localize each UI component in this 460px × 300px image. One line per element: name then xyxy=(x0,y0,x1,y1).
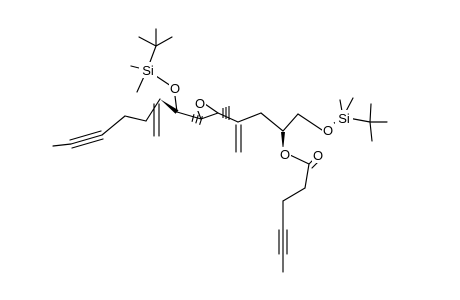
bond xyxy=(369,121,373,142)
left-chain xyxy=(52,87,179,149)
triple-bond-line xyxy=(71,138,104,149)
bond xyxy=(260,112,284,132)
bond xyxy=(138,36,157,47)
atom-labels: Si O O O Si O O xyxy=(139,62,353,163)
triple-bond-line xyxy=(69,130,102,141)
bond xyxy=(282,113,299,132)
bond xyxy=(200,112,219,120)
bond xyxy=(124,115,147,122)
triple-bond-line xyxy=(70,134,103,145)
label-background xyxy=(335,110,353,126)
bond xyxy=(289,154,310,165)
wedge-bond xyxy=(160,99,179,114)
bond xyxy=(282,187,306,202)
label-background xyxy=(194,96,206,111)
bond xyxy=(237,112,262,123)
atom-label-o-ester: O xyxy=(280,147,290,162)
atom-label-si-left: Si xyxy=(142,63,154,78)
ester-chain xyxy=(278,154,321,273)
atom-label-si-right: Si xyxy=(338,111,350,126)
bond xyxy=(204,103,219,114)
label-background xyxy=(139,62,157,78)
label-background xyxy=(279,147,291,162)
bond xyxy=(217,112,239,123)
atom-label-o-epoxide: O xyxy=(195,96,205,111)
wedge-bond xyxy=(281,132,285,151)
atom-label-o-left: O xyxy=(170,81,180,96)
middle-chain xyxy=(217,112,323,153)
label-background xyxy=(312,148,324,163)
bond xyxy=(155,36,173,47)
atom-label-o-right: O xyxy=(323,123,333,138)
hashed-bond xyxy=(195,115,199,124)
bond xyxy=(52,143,72,147)
bond xyxy=(304,163,310,189)
bond xyxy=(101,115,126,136)
bond xyxy=(369,103,372,123)
bond xyxy=(145,98,161,122)
left-tbs-group xyxy=(130,28,175,93)
hashed-bond xyxy=(191,114,195,122)
hashed-bond xyxy=(199,116,203,125)
label-background xyxy=(322,123,334,138)
bond xyxy=(297,113,323,131)
atom-label-o-carbonyl: O xyxy=(313,148,323,163)
label-background xyxy=(169,81,181,96)
